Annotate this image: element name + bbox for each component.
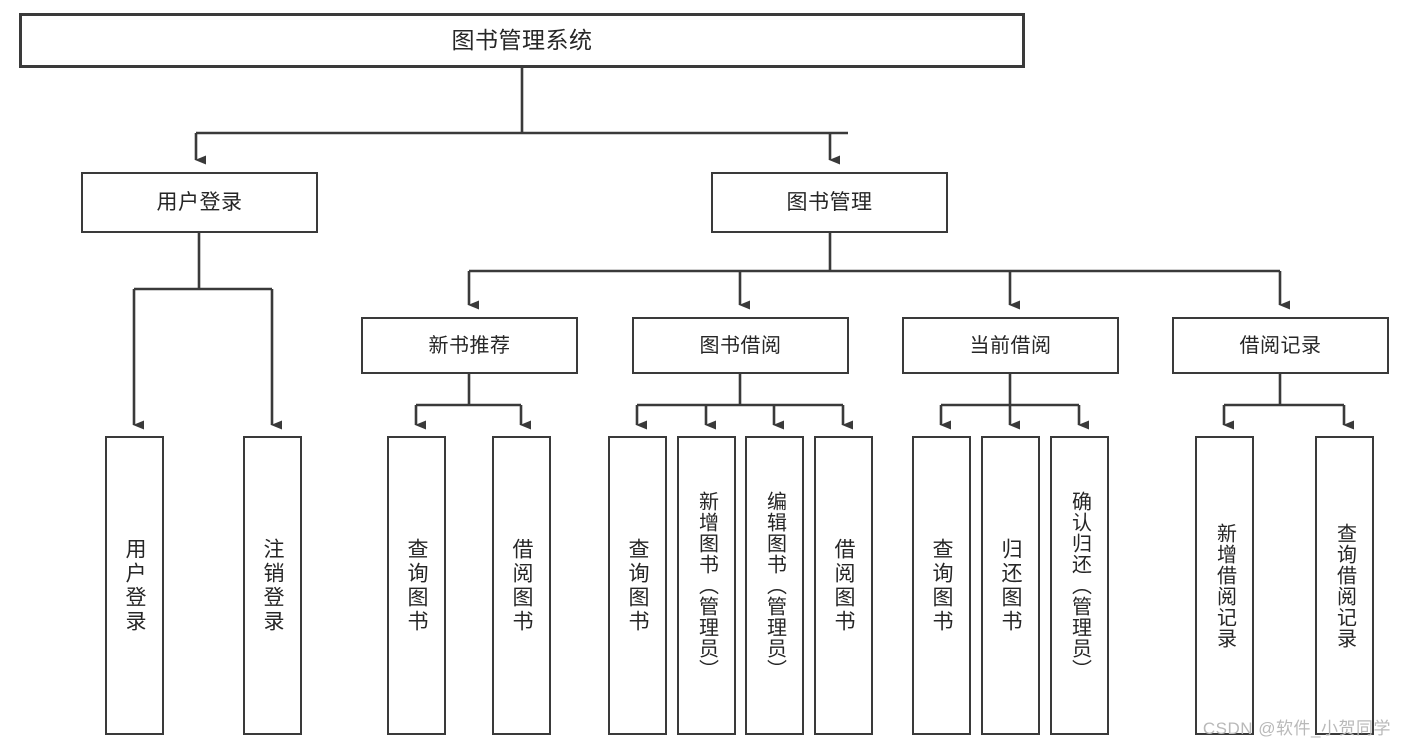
node-borrow-record-label: 借阅记录: [1239, 334, 1322, 357]
node-new-book-recommend[interactable]: 新书推荐: [361, 317, 578, 374]
leaf-new-book-query[interactable]: 查询图书: [387, 436, 446, 735]
leaf-book-borrow-edit[interactable]: 编辑图书（管理员）: [745, 436, 804, 735]
watermark-csdn: CSDN @软件_小贺同学: [1202, 719, 1391, 738]
leaf-current-borrow-confirm-return-label: 确认归还（管理员）: [1068, 491, 1091, 680]
node-borrow-record[interactable]: 借阅记录: [1172, 317, 1389, 374]
leaf-current-borrow-query-label: 查询图书: [930, 537, 954, 634]
leaf-user-login-signin-label: 用户登录: [123, 537, 147, 634]
node-new-book-recommend-label: 新书推荐: [428, 334, 511, 357]
leaf-user-login-signout[interactable]: 注销登录: [243, 436, 302, 735]
leaf-book-borrow-borrow[interactable]: 借阅图书: [814, 436, 873, 735]
node-book-borrow[interactable]: 图书借阅: [632, 317, 849, 374]
node-root-label: 图书管理系统: [451, 26, 593, 53]
node-book-borrow-label: 图书借阅: [699, 334, 782, 357]
leaf-borrow-record-add-label: 新增借阅记录: [1213, 522, 1236, 649]
leaf-book-borrow-query-label: 查询图书: [626, 537, 650, 634]
leaf-new-book-query-label: 查询图书: [405, 537, 429, 634]
leaf-book-borrow-query[interactable]: 查询图书: [608, 436, 667, 735]
node-book-management-label: 图书管理: [786, 190, 873, 214]
leaf-book-borrow-add-label: 新增图书（管理员）: [695, 491, 718, 680]
leaf-current-borrow-confirm-return[interactable]: 确认归还（管理员）: [1050, 436, 1109, 735]
node-user-login[interactable]: 用户登录: [81, 172, 318, 233]
leaf-current-borrow-query[interactable]: 查询图书: [912, 436, 971, 735]
leaf-book-borrow-edit-label: 编辑图书（管理员）: [763, 491, 786, 680]
leaf-book-borrow-borrow-label: 借阅图书: [832, 537, 856, 634]
leaf-new-book-borrow-label: 借阅图书: [510, 537, 534, 634]
node-user-login-label: 用户登录: [156, 190, 243, 214]
leaf-book-borrow-add[interactable]: 新增图书（管理员）: [677, 436, 736, 735]
leaf-new-book-borrow[interactable]: 借阅图书: [492, 436, 551, 735]
leaf-user-login-signin[interactable]: 用户登录: [105, 436, 164, 735]
leaf-borrow-record-add[interactable]: 新增借阅记录: [1195, 436, 1254, 735]
leaf-current-borrow-return-label: 归还图书: [999, 537, 1023, 634]
node-root-book-management-system[interactable]: 图书管理系统: [19, 13, 1025, 68]
leaf-borrow-record-query[interactable]: 查询借阅记录: [1315, 436, 1374, 735]
node-current-borrow-label: 当前借阅: [969, 334, 1052, 357]
node-current-borrow[interactable]: 当前借阅: [902, 317, 1119, 374]
node-book-management[interactable]: 图书管理: [711, 172, 948, 233]
leaf-current-borrow-return[interactable]: 归还图书: [981, 436, 1040, 735]
leaf-user-login-signout-label: 注销登录: [261, 537, 285, 634]
leaf-borrow-record-query-label: 查询借阅记录: [1333, 522, 1356, 649]
